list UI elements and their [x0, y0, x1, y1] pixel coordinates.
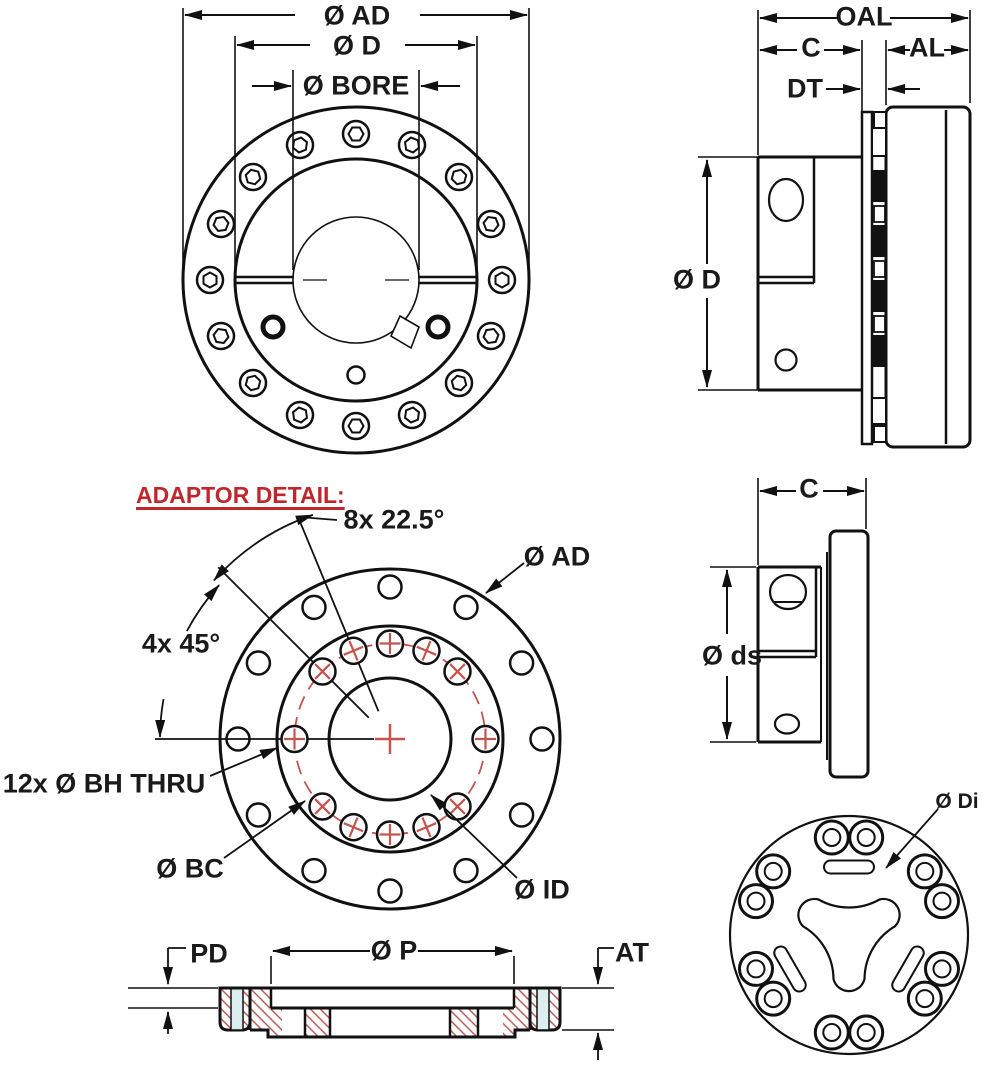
dim-label-12x-bh: 12x Ø BH THRU — [2, 768, 206, 799]
adaptor-detail-title: ADAPTOR DETAIL: — [136, 482, 345, 508]
dim-label-ad-front: Ø AD — [323, 0, 391, 31]
dim-label-pd: PD — [190, 938, 228, 969]
dim-label-4x-45: 4x 45° — [141, 628, 221, 659]
dim-label-ds: Ø ds — [701, 640, 763, 671]
elastomer-element-view — [728, 808, 970, 1056]
dim-label-d-front: Ø D — [332, 30, 382, 61]
dim-label-8x-225: 8x 22.5° — [343, 504, 445, 535]
dim-label-c-mid: C — [799, 473, 819, 504]
dim-label-p: Ø P — [370, 935, 418, 966]
side-view — [698, 10, 972, 449]
dim-label-ad-detail: Ø AD — [523, 541, 591, 572]
dim-label-d-side: Ø D — [672, 264, 722, 295]
dim-label-di: Ø Di — [935, 790, 979, 813]
dim-label-c-side: C — [801, 32, 821, 63]
front-view — [181, 8, 531, 455]
dim-label-oal: OAL — [835, 1, 893, 32]
dim-label-id: Ø ID — [514, 874, 570, 905]
adaptor-detail-view — [155, 514, 562, 911]
dim-label-dt: DT — [787, 73, 823, 104]
adaptor-side-view — [710, 478, 870, 779]
dim-label-at: AT — [615, 937, 649, 968]
dim-label-bore: Ø BORE — [302, 70, 410, 101]
dim-label-bc: Ø BC — [156, 853, 224, 884]
section-view — [128, 946, 614, 1060]
dim-label-al: AL — [909, 32, 945, 63]
